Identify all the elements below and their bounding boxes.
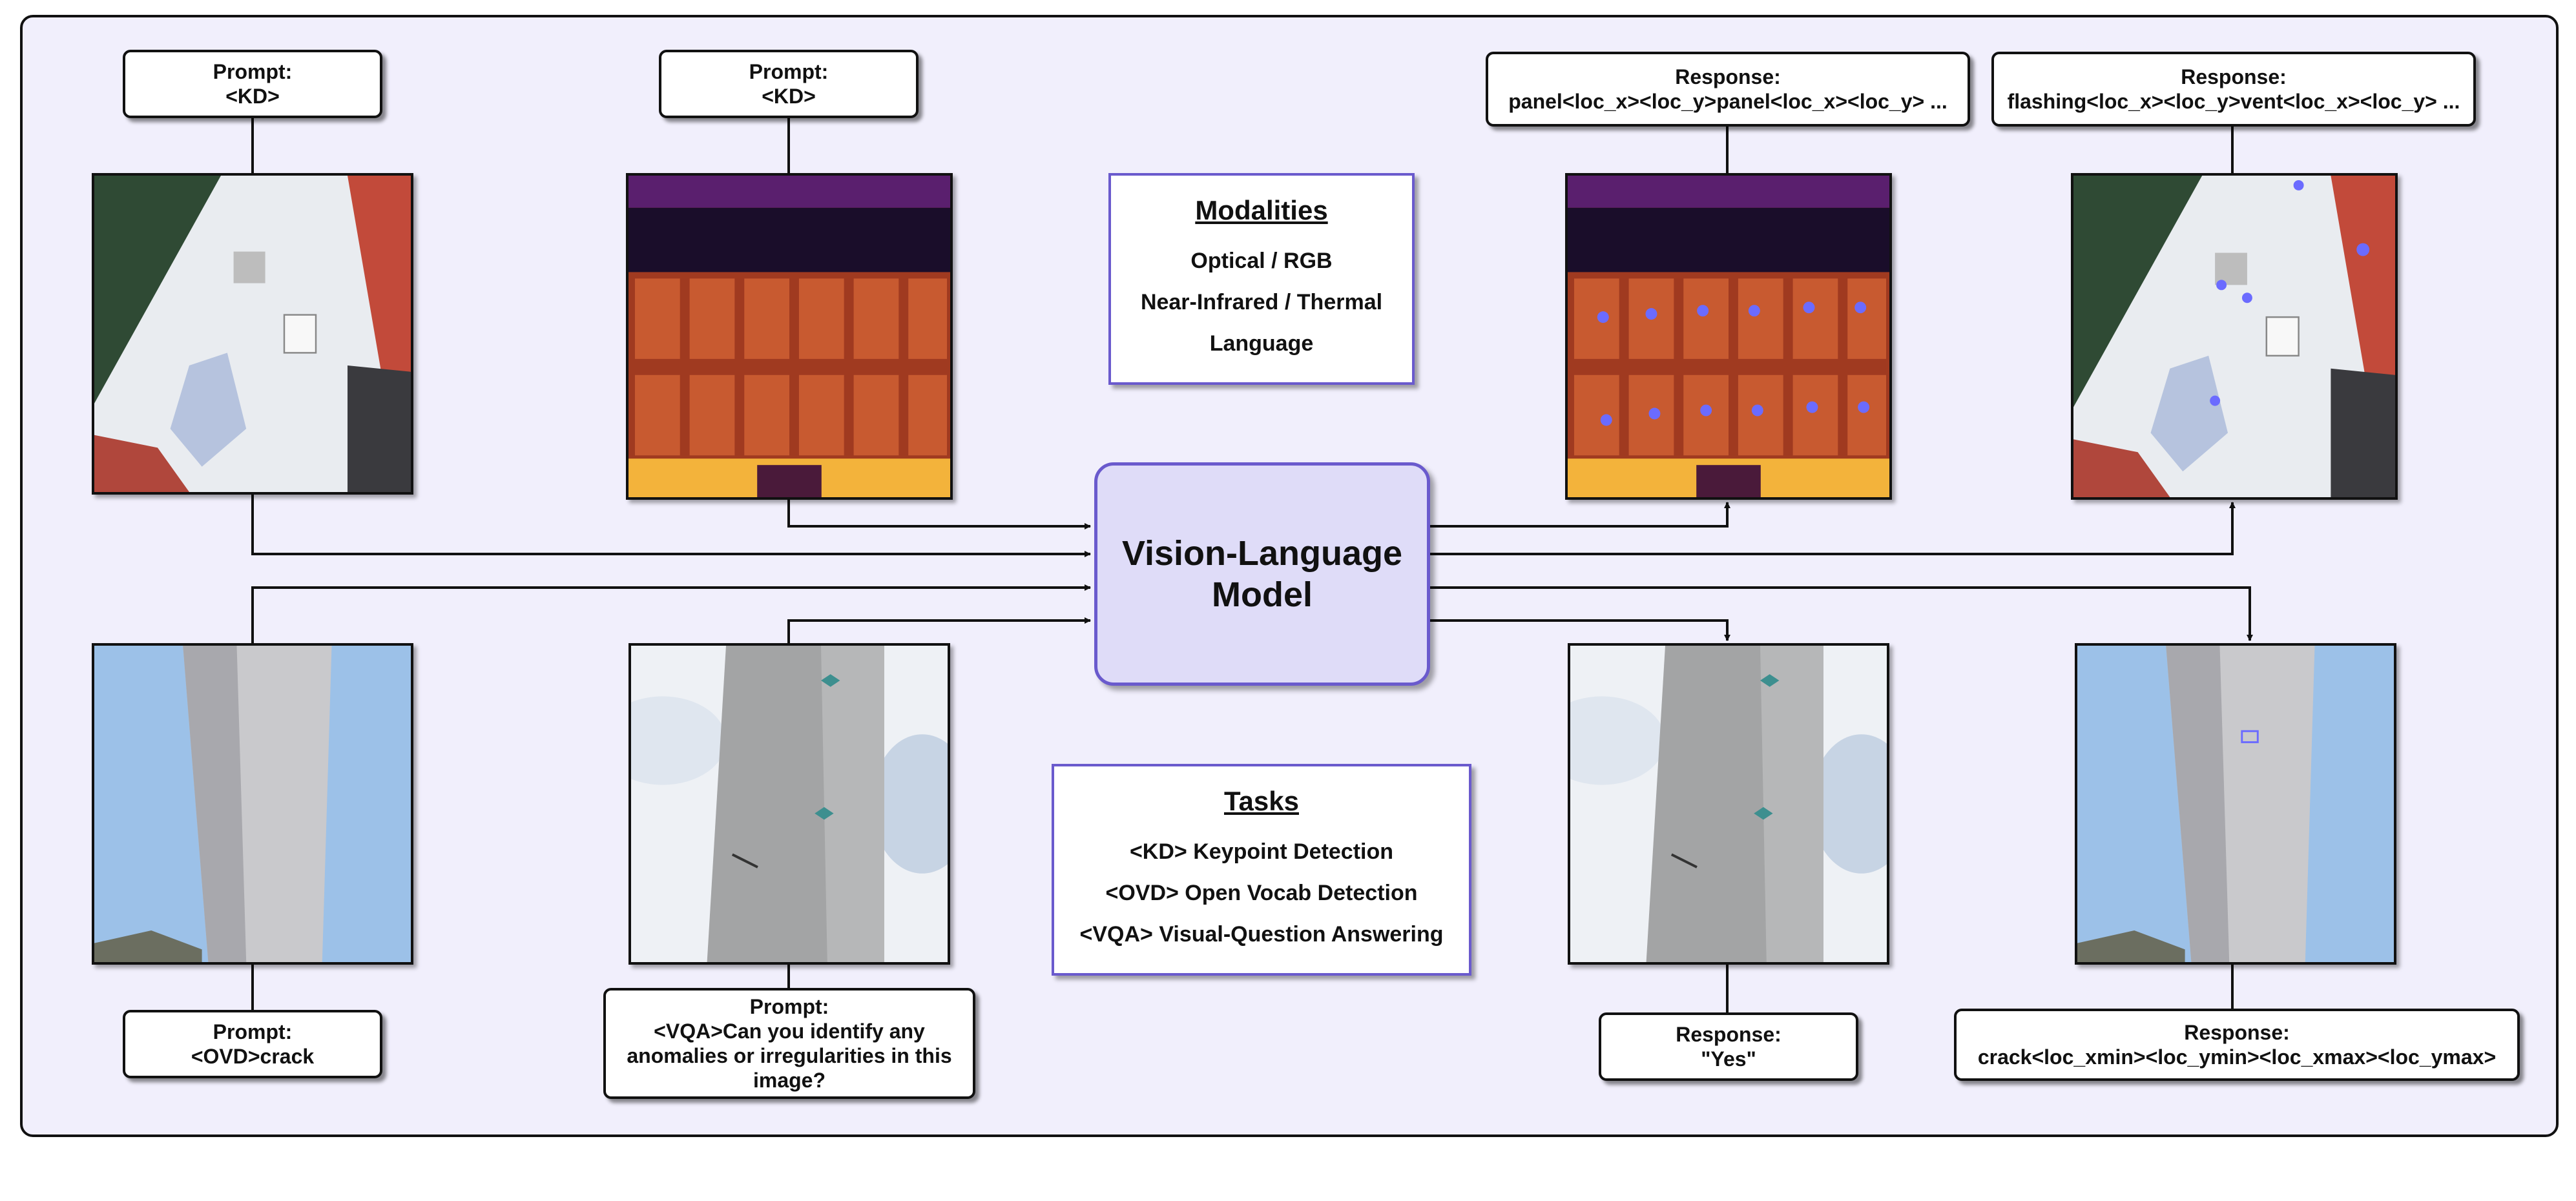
thermal-panels-image <box>626 173 953 500</box>
response-vqa-callout: Response: "Yes" <box>1599 1012 1858 1081</box>
prompt-head: Prompt: <box>749 995 829 1018</box>
response-text: flashing<loc_x><loc_y>vent<loc_x><loc_y>… <box>2007 90 2460 113</box>
response-text: crack<loc_xmin><loc_ymin><loc_xmax><loc_… <box>1977 1045 2497 1069</box>
turbine-tower-answer-image <box>1568 643 1889 965</box>
task-item: <OVD> Open Vocab Detection <box>1105 881 1418 905</box>
model-title-line2: Model <box>1212 575 1313 614</box>
prompt-ovd-callout: Prompt: <OVD>crack <box>123 1010 382 1078</box>
response-head: Response: <box>2181 65 2287 88</box>
prompt-head: Prompt: <box>213 60 293 83</box>
prompt-kd-thermal-callout: Prompt: <KD> <box>659 50 919 118</box>
prompt-head: Prompt: <box>213 1020 293 1043</box>
turbine-tower-vqa-image <box>628 643 950 965</box>
modalities-title: Modalities <box>1195 195 1328 225</box>
prompt-text: <VQA>Can you identify any <box>654 1020 925 1043</box>
modalities-box: Modalities Optical / RGB Near-Infrared /… <box>1108 173 1415 385</box>
response-head: Response: <box>2184 1021 2290 1044</box>
vision-language-model-box: Vision-Language Model <box>1094 462 1430 686</box>
prompt-kd-rgb-callout: Prompt: <KD> <box>123 50 382 118</box>
prompt-text: <KD> <box>762 85 816 108</box>
modality-item: Language <box>1209 331 1314 356</box>
turbine-tower-ovd-image <box>92 643 413 965</box>
response-ovd-callout: Response: crack<loc_xmin><loc_ymin><loc_… <box>1954 1009 2520 1081</box>
rgb-rooftop-image <box>92 173 413 495</box>
prompt-text: <OVD>crack <box>191 1045 315 1068</box>
prompt-text: <KD> <box>225 85 280 108</box>
tasks-title: Tasks <box>1224 786 1299 816</box>
turbine-tower-box-image <box>2075 643 2396 965</box>
task-item: <VQA> Visual-Question Answering <box>1079 922 1444 947</box>
task-item: <KD> Keypoint Detection <box>1129 839 1394 864</box>
tasks-box: Tasks <KD> Keypoint Detection <OVD> Open… <box>1052 764 1471 976</box>
modality-item: Near-Infrared / Thermal <box>1140 290 1383 314</box>
prompt-text: anomalies or irregularities in this <box>627 1044 952 1067</box>
modality-item: Optical / RGB <box>1190 249 1333 273</box>
model-title-line1: Vision-Language <box>1121 534 1403 573</box>
response-text: "Yes" <box>1701 1047 1756 1071</box>
response-head: Response: <box>1675 65 1781 88</box>
prompt-text: image? <box>753 1069 826 1092</box>
response-head: Response: <box>1676 1023 1781 1046</box>
response-text: panel<loc_x><loc_y>panel<loc_x><loc_y> .… <box>1508 90 1948 113</box>
rgb-rooftop-keypoints-image <box>2071 173 2398 500</box>
prompt-vqa-callout: Prompt: <VQA>Can you identify any anomal… <box>603 988 975 1099</box>
thermal-keypoints-image <box>1565 173 1892 500</box>
prompt-head: Prompt: <box>749 60 829 83</box>
response-rgb-callout: Response: flashing<loc_x><loc_y>vent<loc… <box>1991 52 2476 127</box>
response-thermal-callout: Response: panel<loc_x><loc_y>panel<loc_x… <box>1486 52 1970 127</box>
